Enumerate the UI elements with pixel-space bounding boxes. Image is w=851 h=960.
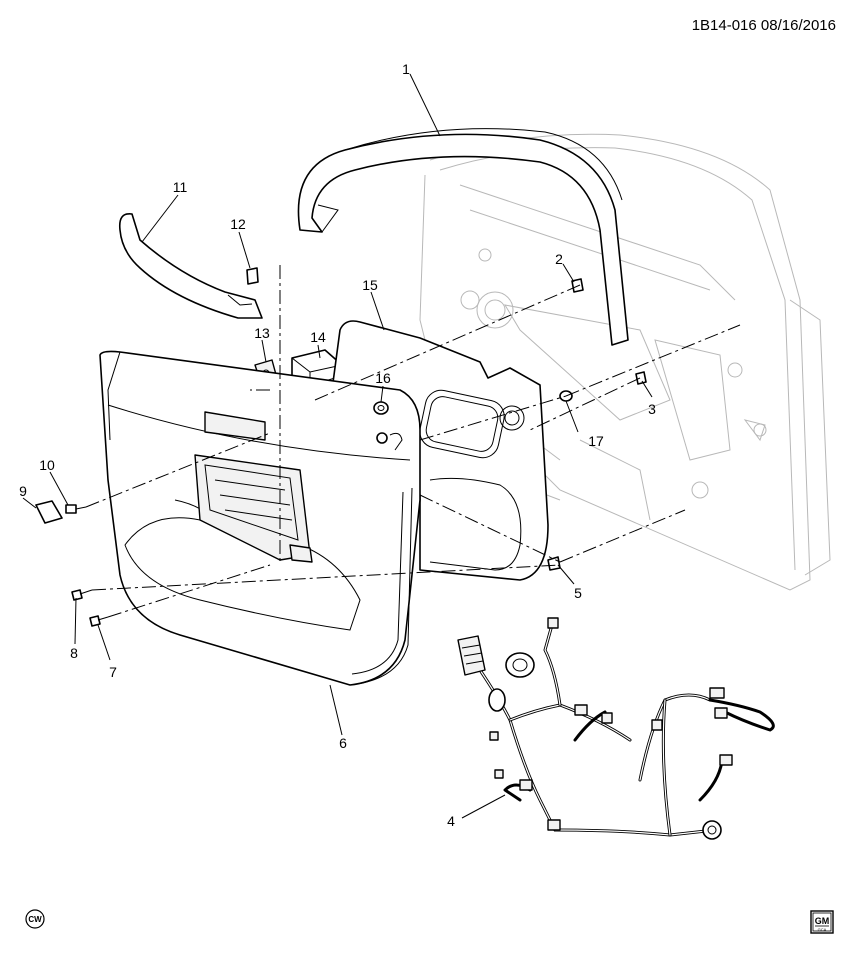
callout-3: 3 [648, 401, 656, 417]
callout-15: 15 [362, 277, 378, 293]
diagram-code-and-date: 1B14-016 08/16/2016 [692, 17, 836, 34]
part-clip-12 [246, 267, 259, 285]
part-cap-9 [35, 500, 63, 524]
callout-5: 5 [574, 585, 582, 601]
part-water-deflector [329, 320, 549, 581]
callout-2: 2 [555, 251, 563, 267]
callout-8: 8 [70, 645, 78, 661]
part-door-trim-panel [99, 350, 421, 686]
callout-6: 6 [339, 735, 347, 751]
callout-numbers: 1 2 3 4 5 6 7 8 9 10 11 12 13 14 15 16 1… [19, 61, 656, 829]
part-wiring-harness [457, 617, 775, 840]
callout-1: 1 [402, 61, 410, 77]
gm-logo-text: GM [815, 916, 830, 926]
callout-16: 16 [375, 370, 391, 386]
part-fastener-3 [635, 371, 647, 385]
part-push-pin-16 [373, 401, 389, 415]
callout-9: 9 [19, 483, 27, 499]
part-screw-7 [89, 615, 109, 627]
diagram-code: 1B14-016 [692, 17, 757, 34]
cw-badge-text: CW [28, 915, 42, 924]
part-screw-8 [71, 589, 93, 601]
callout-10: 10 [39, 457, 55, 473]
part-window-frame-molding [297, 128, 629, 346]
part-pull-handle-strip [118, 213, 263, 319]
leader-lines [22, 73, 653, 819]
callout-12: 12 [230, 216, 246, 232]
part-retainer-5 [547, 556, 561, 571]
callout-4: 4 [447, 813, 455, 829]
callout-7: 7 [109, 664, 117, 680]
alignment-lines [85, 265, 741, 618]
callout-17: 17 [588, 433, 604, 449]
callout-11: 11 [173, 179, 188, 195]
callout-13: 13 [254, 325, 270, 341]
gm-logo-sub: GCA [818, 927, 827, 932]
callout-14: 14 [310, 329, 326, 345]
part-screw-10 [65, 504, 87, 514]
diagram-date: 08/16/2016 [761, 17, 836, 34]
gm-logo: GM GCA [810, 910, 834, 934]
cw-badge: CW [25, 909, 45, 929]
